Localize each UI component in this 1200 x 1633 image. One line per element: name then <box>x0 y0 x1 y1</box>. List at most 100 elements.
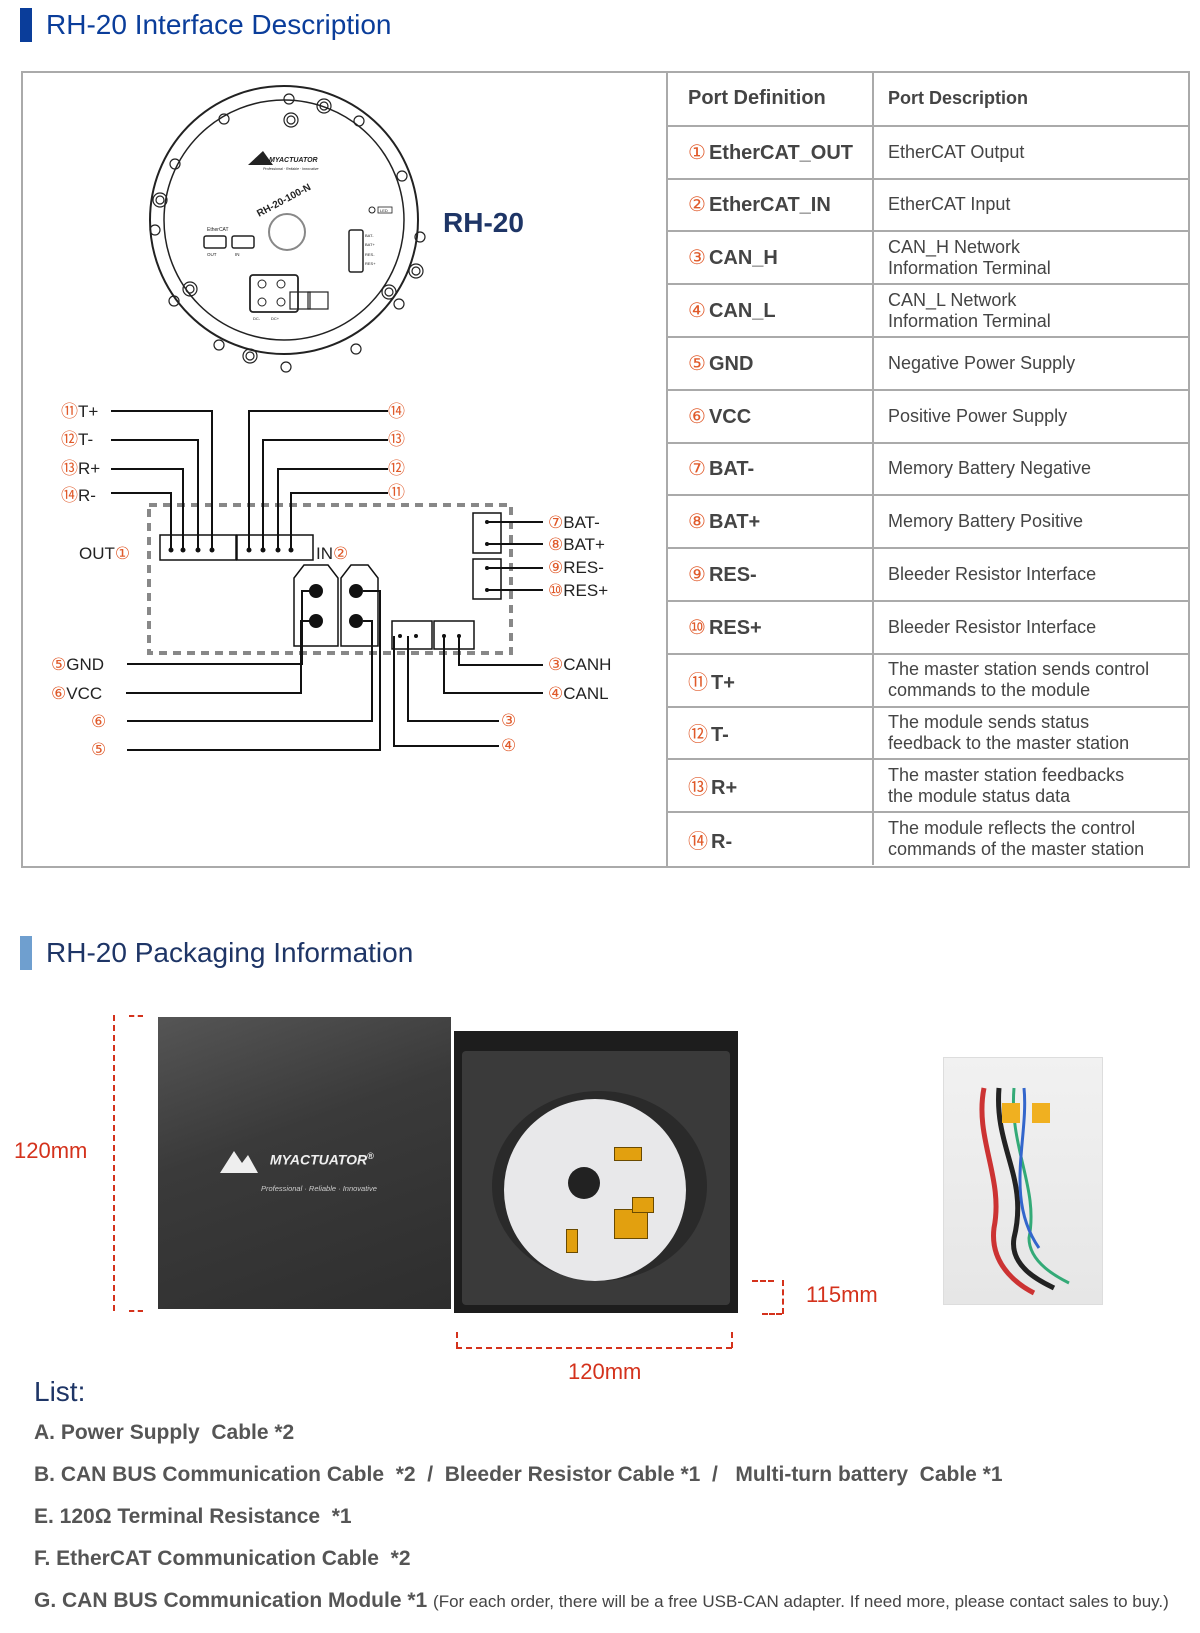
device-ethercat-label: EtherCAT <box>207 227 229 233</box>
packaging-title-text: RH-20 Packaging Information <box>46 937 414 968</box>
port-description-cell: The master station feedbacks the module … <box>873 759 1188 814</box>
depth-dimension-label: 115mm <box>806 1282 878 1307</box>
svg-text:⑤GND: ⑤GND <box>51 655 104 674</box>
connector-bat <box>614 1147 642 1161</box>
label-text: T+ <box>78 402 98 421</box>
table-header-row: Port Definition Port Description <box>668 73 1188 127</box>
label-num: ⑬ <box>388 430 405 449</box>
port-name: RES+ <box>708 616 762 639</box>
label-num: ③ <box>501 711 516 730</box>
svg-text:④CANL: ④CANL <box>548 684 609 703</box>
lid-tagline: Professional · Reliable · Innovative <box>261 1184 377 1193</box>
depth-dimension-line <box>782 1280 784 1314</box>
port-number: ⑥ <box>688 405 706 428</box>
list-item-b: B. CAN BUS Communication Cable *2 / Blee… <box>34 1463 1003 1486</box>
port-name: BAT- <box>708 458 755 481</box>
diagram-svg: MYACTUATOR Professional · Reliable · Inn… <box>51 85 611 759</box>
list-item-f: F. EtherCAT Communication Cable *2 <box>34 1547 411 1570</box>
label-text: CANH <box>563 655 611 674</box>
svg-text:OUT①: OUT① <box>79 544 130 563</box>
port-description-cell: The master station sends control command… <box>873 653 1188 708</box>
connector-power <box>614 1209 648 1239</box>
port-description-cell: Negative Power Supply <box>873 336 1188 391</box>
cable-bag-photo <box>943 1057 1103 1305</box>
port-number: ⑨ <box>688 564 706 587</box>
port-number: ⑬ <box>688 777 708 800</box>
svg-text:⑦BAT-: ⑦BAT- <box>548 513 600 532</box>
packaging-section-title: RH-20 Packaging Information <box>20 936 413 970</box>
list-item-a: A. Power Supply Cable *2 <box>34 1421 295 1444</box>
cable-bundle-drawing <box>979 1087 1070 1296</box>
label-text: RES- <box>563 558 604 577</box>
wiring-labels: ⑪T+ ⑫T- ⑬R+ ⑭R- ⑭ ⑬ ⑫ ⑪ OUT① IN② ⑦BAT- ⑧… <box>51 402 611 759</box>
port-name: EtherCAT_IN <box>708 194 831 217</box>
label-num: ⑥ <box>51 684 66 703</box>
title-accent-bar <box>20 936 32 970</box>
port-description-cell: EtherCAT Output <box>873 125 1188 180</box>
depth-dimension-tick <box>762 1313 782 1315</box>
device-led-label: LED <box>380 208 388 213</box>
label-text: T- <box>78 430 93 449</box>
port-name: T- <box>711 724 729 747</box>
actuator-center-hole <box>568 1167 600 1199</box>
device-in-label: IN <box>235 252 240 257</box>
port-name: RES- <box>708 564 757 587</box>
port-description-cell: Memory Battery Positive <box>873 495 1188 550</box>
wiring-diagram: MYACTUATOR Professional · Reliable · Inn… <box>23 73 668 866</box>
label-num: ⑥ <box>91 712 106 731</box>
port-name: EtherCAT_OUT <box>708 141 854 164</box>
device-res-plus: RES+ <box>365 261 376 266</box>
svg-text:⑪T+: ⑪T+ <box>61 402 98 421</box>
label-num: ⑩ <box>548 581 563 600</box>
title-accent-bar <box>20 8 32 42</box>
device-bat-minus: BAT- <box>365 233 374 238</box>
port-name: CAN_H <box>708 247 778 270</box>
height-dimension-label: 120mm <box>14 1138 88 1163</box>
header-port-description: Port Description <box>873 73 1188 127</box>
label-num: ⑬ <box>61 459 78 478</box>
connector-ethercat <box>566 1229 578 1253</box>
port-name: R- <box>711 830 733 853</box>
out-num: ① <box>115 544 130 563</box>
device-dc-minus: DC- <box>253 316 261 321</box>
port-number: ⑦ <box>688 458 706 481</box>
out-label: OUT <box>79 544 115 563</box>
bolt-holes <box>149 93 426 373</box>
svg-text:IN②: IN② <box>316 544 348 563</box>
port-name: T+ <box>711 671 735 694</box>
width-dimension-line <box>456 1347 732 1349</box>
wiring-lines <box>111 410 543 751</box>
in-num: ② <box>333 544 348 563</box>
list-title: List: <box>34 1376 86 1407</box>
port-description-cell: Positive Power Supply <box>873 389 1188 444</box>
wiring-dots <box>168 520 489 638</box>
height-dimension-tick <box>129 1015 143 1017</box>
port-number: ⑫ <box>688 724 708 747</box>
list-item-e: E. 120Ω Terminal Resistance *1 <box>34 1505 352 1528</box>
port-description-cell: Memory Battery Negative <box>873 442 1188 497</box>
port-name: VCC <box>708 405 752 428</box>
label-num: ⑦ <box>548 513 563 532</box>
label-text: RES+ <box>563 581 608 600</box>
label-num: ④ <box>501 736 516 755</box>
label-num: ⑨ <box>548 558 563 577</box>
device-out-label: OUT <box>207 252 217 257</box>
svg-text:③CANH: ③CANH <box>548 655 611 674</box>
lid-brand: MYACTUATOR <box>269 1151 368 1168</box>
label-text: BAT- <box>563 513 600 532</box>
